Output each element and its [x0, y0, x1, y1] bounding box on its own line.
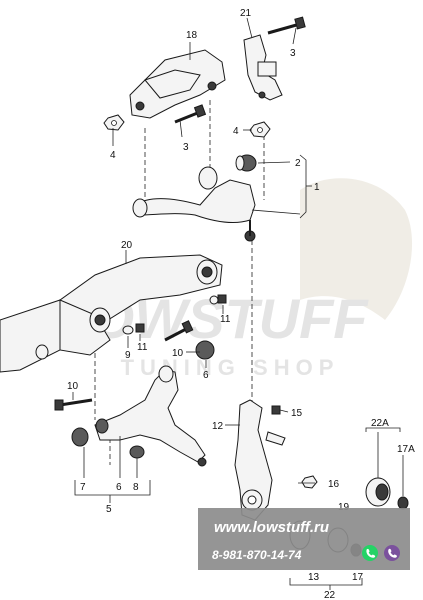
tie-rod-end	[265, 431, 286, 446]
callout-10-upper: 10	[172, 348, 184, 359]
whatsapp-icon[interactable]	[362, 545, 378, 561]
bushing-6-upper	[195, 340, 215, 360]
callout-4-left: 4	[110, 150, 116, 161]
callout-22: 22	[324, 590, 336, 600]
bolt-10-lower	[54, 398, 93, 411]
callout-17a: 17A	[397, 444, 415, 455]
callout-22a: 22A	[371, 418, 389, 429]
callout-1: 1	[314, 182, 320, 193]
callout-3-top: 3	[290, 48, 296, 59]
steering-knuckle	[234, 399, 273, 521]
callout-7: 7	[80, 482, 86, 493]
upper-mount-bracket	[129, 49, 226, 119]
callout-18: 18	[186, 30, 198, 41]
bushing-6-lower	[95, 418, 109, 434]
washer-9	[122, 325, 134, 335]
contact-badge: www.lowstuff.ru 8-981-870-14-74	[198, 508, 410, 570]
front-subframe	[0, 254, 223, 373]
bushing-8	[129, 445, 145, 459]
callout-5: 5	[106, 504, 112, 515]
nut-4-left	[103, 114, 125, 131]
badge-phone[interactable]: 8-981-870-14-74	[212, 548, 302, 562]
viber-icon[interactable]	[384, 545, 400, 561]
bolt-15	[271, 405, 281, 415]
nut-11-right	[209, 294, 227, 305]
callout-6-lower: 6	[116, 482, 122, 493]
callout-2: 2	[295, 158, 301, 169]
nut-11-left	[135, 323, 145, 333]
callout-9: 9	[125, 350, 131, 361]
bolt-3-mid	[174, 104, 207, 124]
callout-21: 21	[240, 8, 252, 19]
upper-control-arm	[132, 166, 256, 242]
nut-16	[301, 475, 318, 489]
callout-10-lower: 10	[67, 381, 79, 392]
leader-lines	[72, 17, 404, 590]
callout-11-right: 11	[220, 314, 231, 325]
callout-20: 20	[121, 240, 133, 251]
callout-15: 15	[291, 408, 303, 419]
callout-12: 12	[212, 421, 224, 432]
wheel-hub-22a	[365, 477, 391, 507]
callout-11-left: 11	[137, 342, 148, 353]
watermark-tagline: TUNING SHOP	[121, 355, 340, 380]
badge-url[interactable]: www.lowstuff.ru	[214, 519, 329, 536]
badge-box	[198, 508, 410, 570]
callout-17: 17	[352, 572, 364, 583]
nut-4-right	[249, 121, 271, 138]
bushing-2	[235, 154, 257, 172]
lower-control-arm	[94, 365, 207, 467]
callout-19: 19	[338, 502, 350, 513]
bolt-3-top	[267, 16, 306, 35]
assembly-lines	[94, 100, 265, 465]
callout-13: 13	[308, 572, 320, 583]
callout-8: 8	[133, 482, 139, 493]
callout-labels: 18 21 3 3 4 4 2 1 20 11 9 11 10 6 10 12 …	[67, 8, 415, 600]
bolt-10-upper	[164, 320, 194, 342]
callout-6-upper: 6	[203, 370, 209, 381]
bushing-7	[71, 427, 89, 447]
height-sensor-bracket	[243, 34, 283, 101]
callout-4-right: 4	[233, 126, 239, 137]
callout-16: 16	[328, 479, 340, 490]
hub-nut-17a	[397, 496, 409, 510]
callout-3-mid: 3	[183, 142, 189, 153]
